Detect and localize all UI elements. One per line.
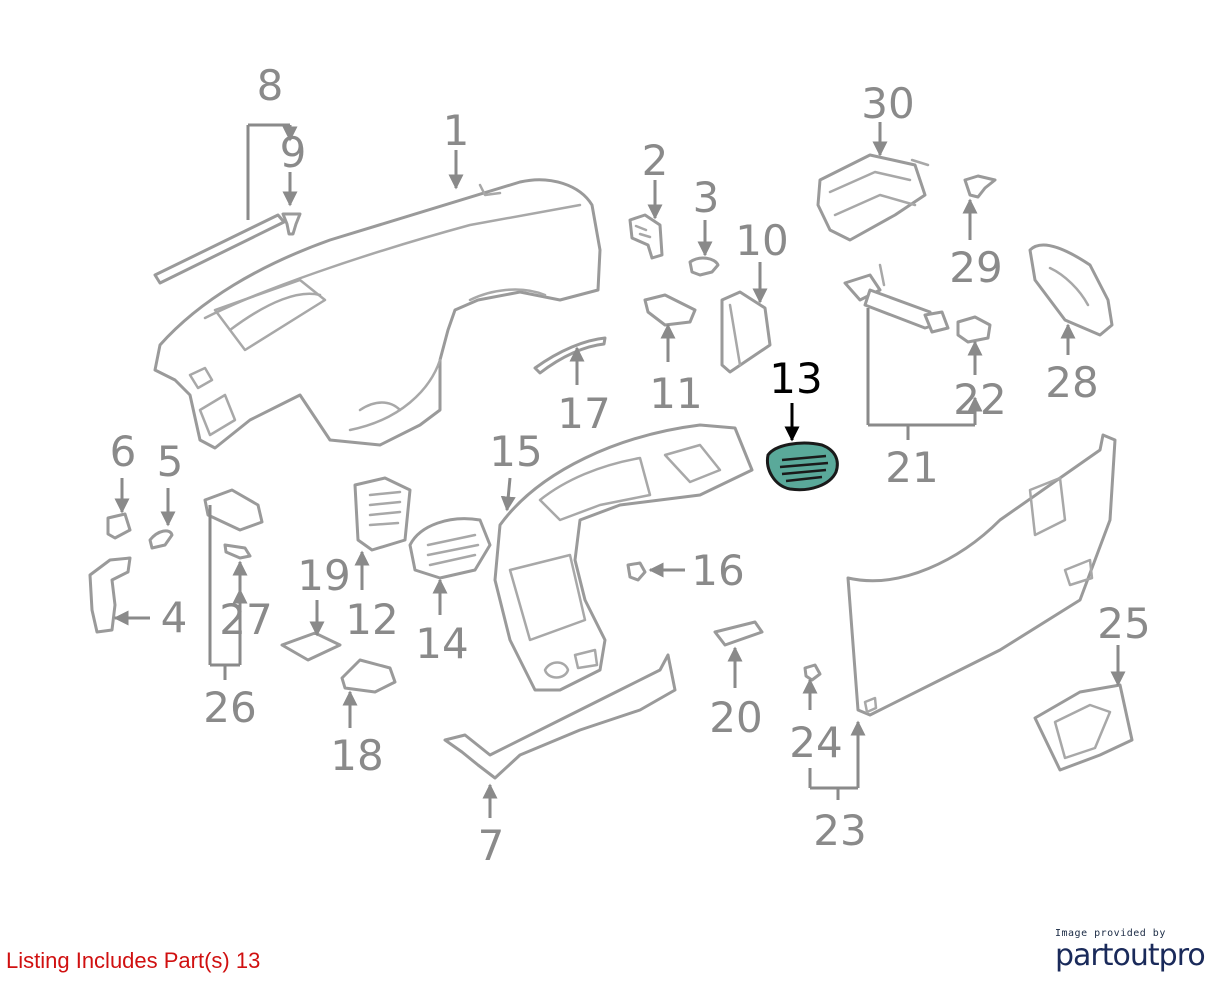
part-16-screw [626,561,647,582]
callout-15: 15 [489,427,542,476]
callout-27: 27 [219,595,272,644]
part-11-bracket [643,293,697,327]
callout-12: 12 [345,595,398,644]
part-20-insert [713,620,764,647]
image-credit: Image provided by partoutpro [1055,928,1215,973]
part-8-defrost-strip [153,213,286,285]
callout-4: 4 [161,593,188,642]
part-27-bulb [223,543,252,560]
part-28-glovebox-door [1028,243,1114,337]
callout-14: 14 [415,619,468,668]
part-24-clip [803,663,822,682]
callout-19: 19 [297,551,350,600]
callout-18: 18 [330,731,383,780]
callout-28: 28 [1045,358,1098,407]
callout-7: 7 [478,821,505,870]
callout-10: 10 [735,216,788,265]
callout-5: 5 [157,437,184,486]
part-19-pad [280,631,342,662]
credit-caption: Image provided by [1055,928,1166,939]
callout-16: 16 [691,546,744,595]
part-13-air-vent-highlighted [765,441,839,492]
callout-21: 21 [885,443,938,492]
part-21-switch-assembly [843,263,950,334]
callout-30: 30 [861,79,914,128]
part-12-vent [353,476,412,552]
part-5-clip [148,529,174,550]
callout-26: 26 [203,683,256,732]
part-1-dashboard [153,178,602,450]
part-10-side-cover [720,290,772,374]
callout-9: 9 [280,128,307,177]
leader-lines [113,122,1126,818]
part-6-cap [106,512,132,540]
part-30-airbag-module [816,153,930,242]
callout-1: 1 [443,106,470,155]
callout-24: 24 [789,718,842,767]
part-26-box [203,488,264,532]
part-14-vent [408,517,492,580]
callout-6: 6 [110,427,137,476]
part-18-pocket [340,658,397,694]
part-4-bracket [88,556,132,634]
callout-13: 13 [769,354,822,403]
callout-20: 20 [709,693,762,742]
callout-25: 25 [1097,599,1150,648]
callout-8: 8 [257,61,284,110]
part-9-clip [281,212,302,236]
partoutpro-logo: partoutpro [1055,938,1206,973]
callout-29: 29 [949,243,1002,292]
callout-3: 3 [693,173,720,222]
part-23-lower-panel [846,433,1117,717]
listing-note: Listing Includes Part(s) 13 [6,948,261,973]
callout-11: 11 [649,369,702,418]
part-3-clip [688,256,720,277]
callout-2: 2 [642,136,669,185]
part-25-glovebox [1033,683,1134,772]
part-22-knob [956,315,992,344]
part-15-instrument-bezel [493,423,754,692]
part-29-clip [963,174,997,199]
callout-17: 17 [557,389,610,438]
part-17-trim-strip [533,336,607,375]
part-7-reinforcement [443,653,677,780]
callout-22: 22 [953,375,1006,424]
callout-23: 23 [813,806,866,855]
